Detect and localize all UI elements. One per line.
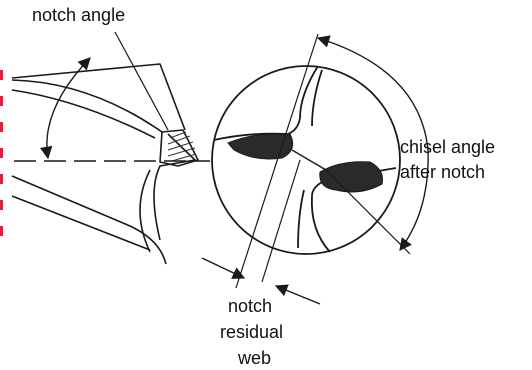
chisel-line (291, 149, 327, 171)
residual-web-label-line1: notch (228, 296, 273, 316)
drill-margin (139, 169, 151, 253)
drill-side-view (11, 63, 199, 265)
notch-hatch-right (319, 161, 383, 193)
flute-lower-2 (297, 189, 305, 249)
drill-lower-body (11, 175, 167, 265)
drill-lower-edge (11, 195, 151, 251)
flute-upper (287, 65, 319, 135)
chisel-angle-arc (316, 35, 429, 252)
flute-upper-2 (311, 69, 323, 127)
web-dim-right (274, 284, 321, 305)
notch-hatch-left (227, 133, 294, 160)
web-ref-line-2 (261, 159, 301, 283)
notch-angle-leader (114, 31, 169, 131)
web-dim-left (201, 257, 246, 279)
drill-notch-outline (159, 129, 199, 167)
chisel-angle-label-line2: after notch (400, 162, 486, 182)
chisel-ref-line (235, 33, 319, 289)
notch-angle-label: notch angle (32, 5, 126, 25)
notch-angle-arc (39, 57, 91, 160)
red-dashed-margin-line (0, 70, 3, 250)
residual-web-label-line2: residual (220, 322, 284, 342)
end-view-notch-hatch (227, 133, 383, 193)
drill-end-view (211, 65, 401, 255)
end-view-circle (211, 65, 401, 255)
chisel-angle-label-line1: chisel angle (400, 137, 496, 157)
residual-web-label-line3: web (238, 348, 272, 368)
drill-upper-lip (11, 79, 163, 133)
flute-lower (310, 181, 331, 253)
side-notch-hatch (167, 131, 197, 162)
drill-chisel-edge (153, 133, 196, 241)
